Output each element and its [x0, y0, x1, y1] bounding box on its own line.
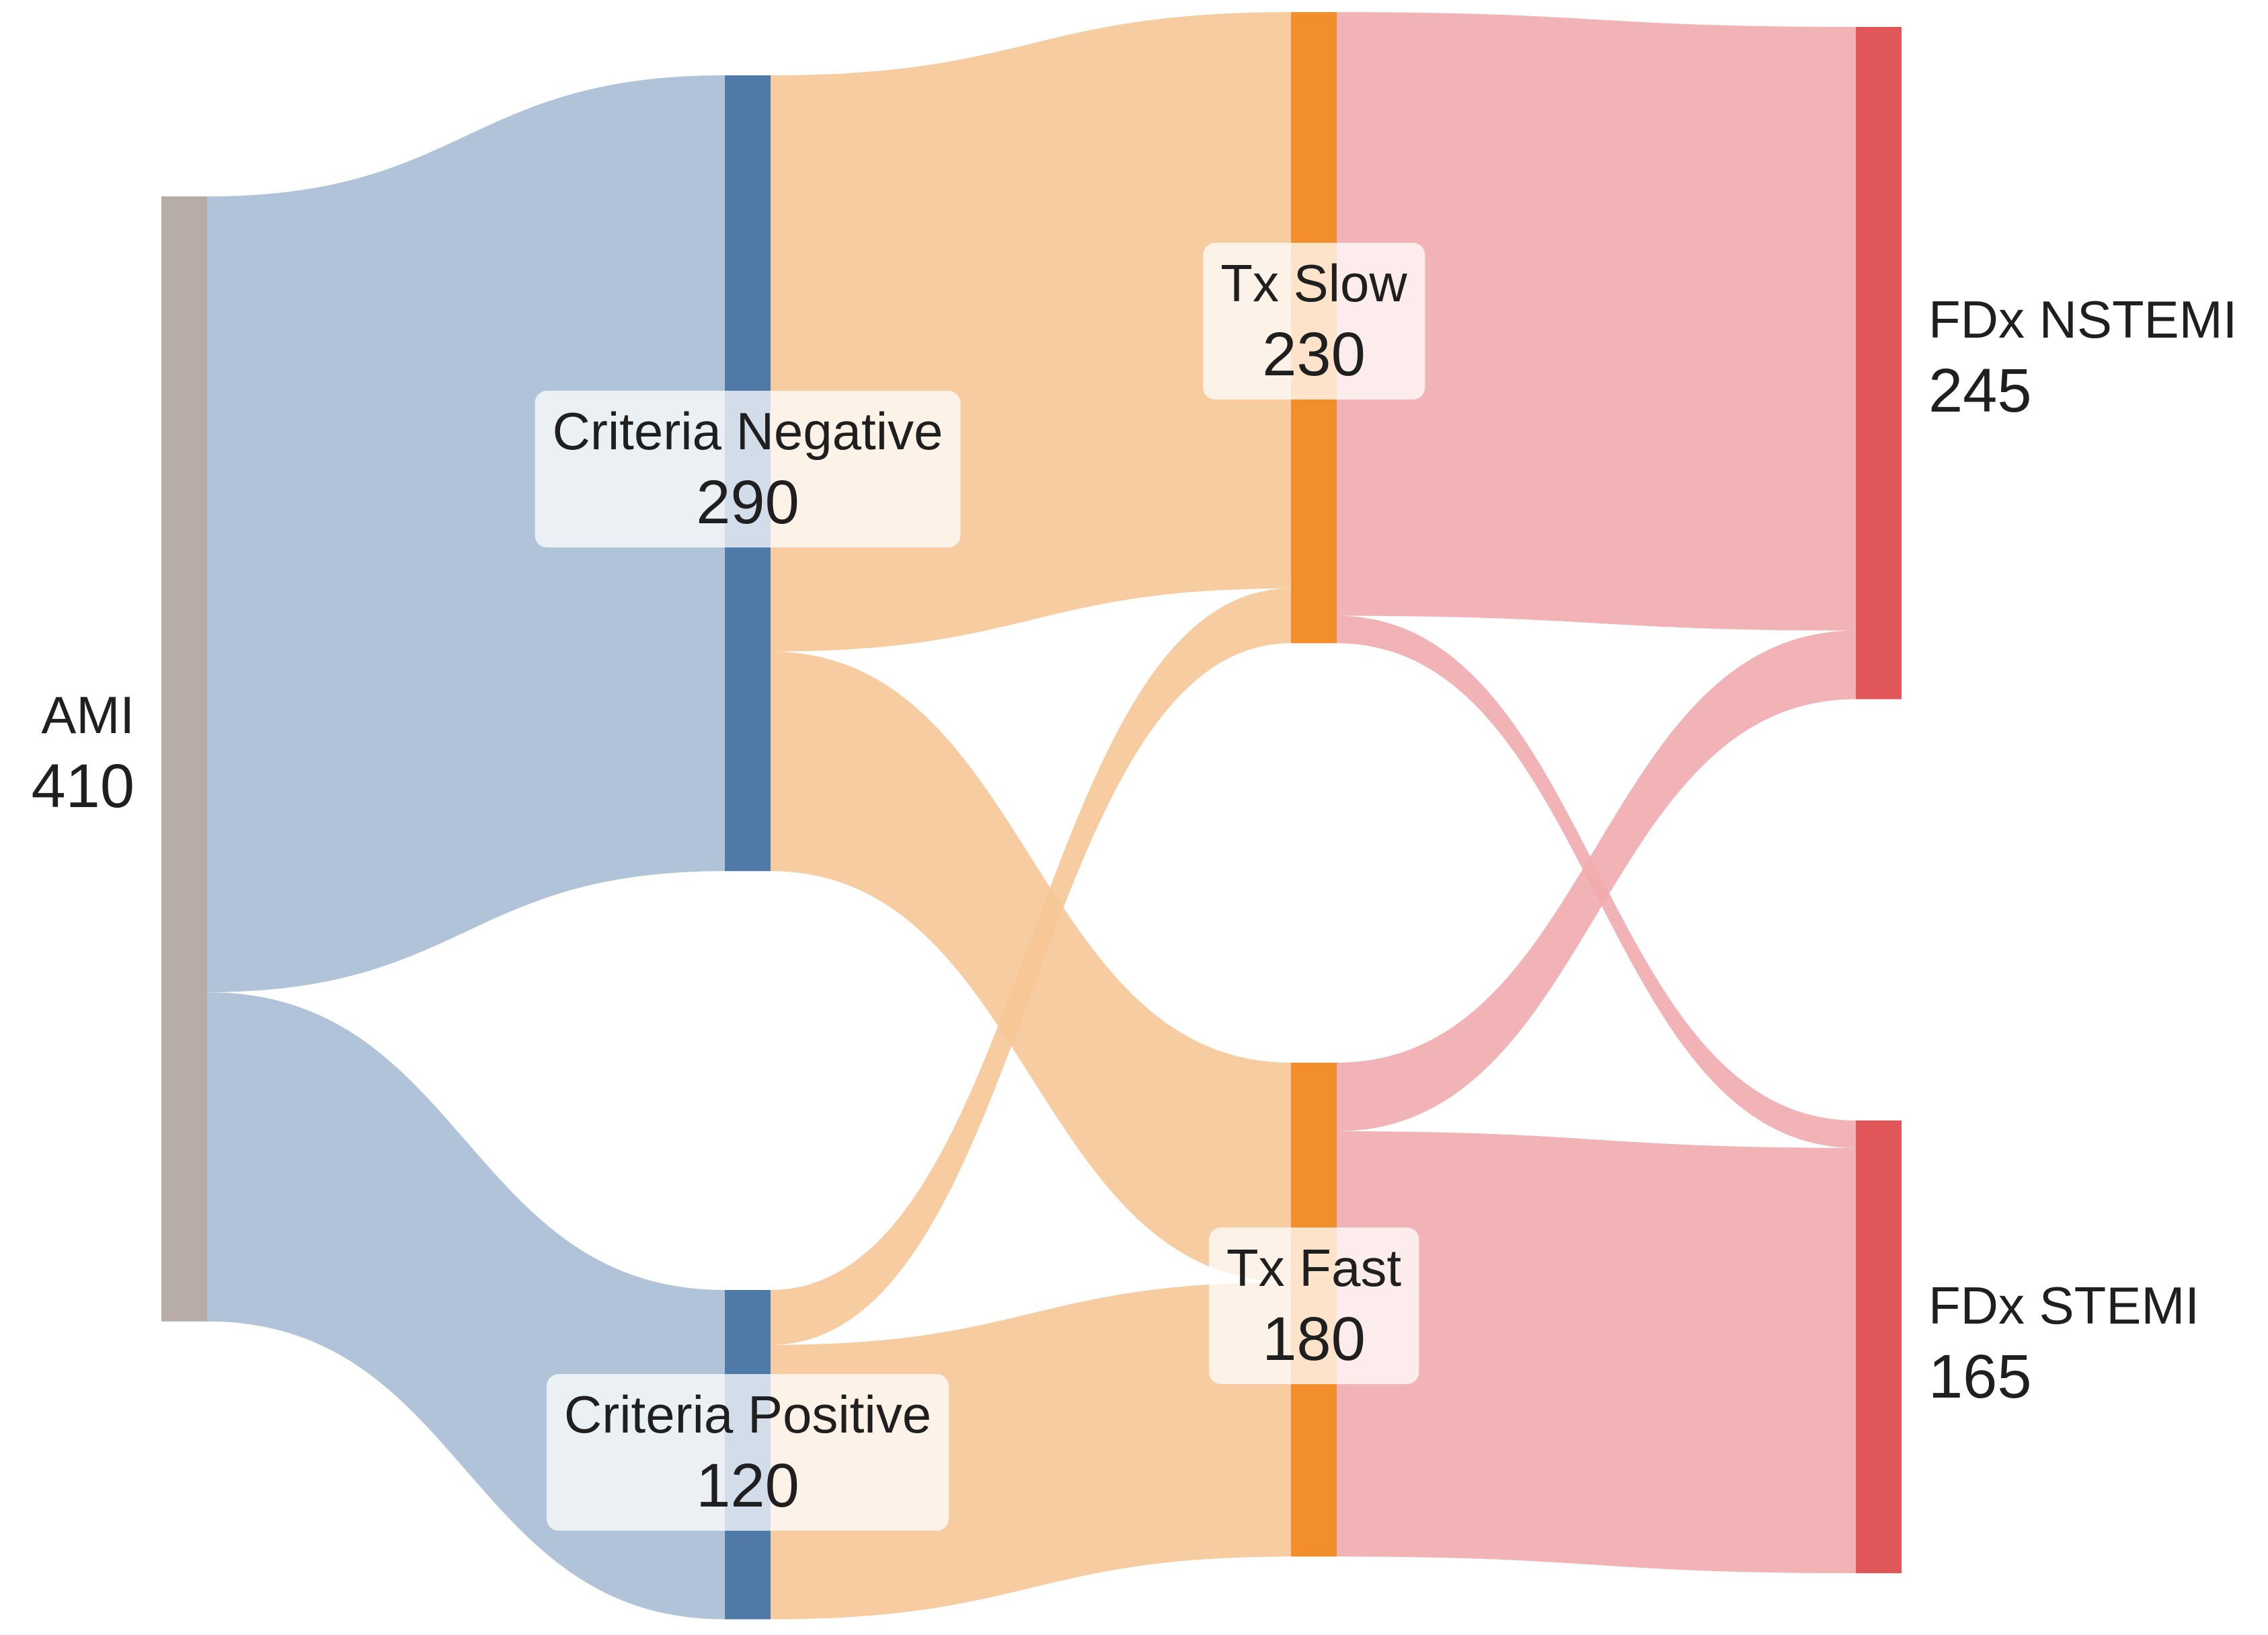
node-name-fdx-stemi: FDx STEMI — [1928, 1276, 2199, 1335]
link-criteria-positive-to-tx-slow — [771, 588, 1291, 1345]
label-ami: AMI 410 — [32, 685, 135, 821]
label-fdx-nstemi: FDx NSTEMI 245 — [1928, 290, 2237, 425]
label-criteria-positive: Criteria Positive 120 — [546, 1374, 949, 1531]
node-name-ami: AMI — [41, 685, 134, 745]
node-name-fdx-nstemi: FDx NSTEMI — [1928, 290, 2237, 349]
link-tx-slow-to-fdx-nstemi — [1337, 12, 1856, 631]
label-tx-slow: Tx Slow 230 — [1203, 243, 1425, 400]
node-name-tx-slow: Tx Slow — [1220, 254, 1407, 313]
link-ami-to-criteria-negative — [207, 75, 725, 993]
node-value-tx-fast: 180 — [1262, 1305, 1366, 1373]
node-value-criteria-positive: 120 — [696, 1451, 799, 1520]
node-value-tx-slow: 230 — [1262, 320, 1366, 389]
link-tx-fast-to-fdx-stemi — [1337, 1131, 1856, 1574]
node-ami — [161, 196, 207, 1322]
node-name-criteria-negative: Criteria Negative — [553, 402, 943, 461]
node-value-criteria-negative: 290 — [696, 468, 799, 537]
node-value-fdx-nstemi: 245 — [1928, 356, 2032, 425]
link-criteria-positive-to-tx-fast — [771, 1282, 1291, 1620]
links-layer — [207, 12, 1856, 1620]
label-box-tx-fast — [1208, 1227, 1419, 1384]
node-name-criteria-positive: Criteria Positive — [564, 1385, 931, 1444]
label-tx-fast: Tx Fast 180 — [1208, 1227, 1419, 1384]
label-fdx-stemi: FDx STEMI 165 — [1928, 1276, 2199, 1411]
node-fdx-stemi — [1856, 1120, 1902, 1574]
node-value-ami: 410 — [32, 752, 135, 821]
link-tx-fast-to-fdx-nstemi — [1337, 630, 1856, 1131]
node-name-tx-fast: Tx Fast — [1226, 1238, 1401, 1297]
label-box-criteria-positive — [546, 1374, 949, 1531]
label-box-tx-slow — [1203, 243, 1425, 400]
node-value-fdx-stemi: 165 — [1928, 1342, 2032, 1411]
label-box-criteria-negative — [535, 391, 961, 547]
label-criteria-negative: Criteria Negative 290 — [535, 391, 961, 547]
node-fdx-nstemi — [1856, 27, 1902, 699]
